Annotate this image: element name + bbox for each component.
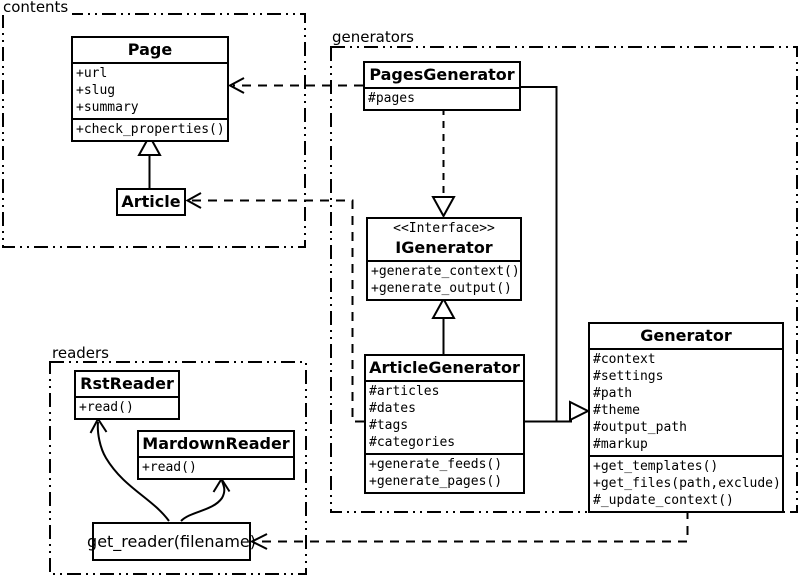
class-articlegenerator: ArticleGenerator #articles #dates #tags #ca… (364, 354, 525, 494)
member-text: #categories (369, 435, 456, 450)
generalization-article-to-page (137, 133, 162, 188)
class-generator-methods: +get_templates() +get_files(path,exclude)… (590, 455, 782, 511)
class-igenerator-stereotype: <<Interface>> (393, 221, 495, 236)
class-pagesgenerator: PagesGenerator #pages (363, 61, 521, 111)
member-text: +slug (76, 83, 116, 98)
class-rstreader: RstReader +read() (74, 370, 180, 420)
generalization-generators-to-generator (521, 86, 591, 423)
member-text: #theme (593, 403, 640, 418)
open-arrowhead-icon (227, 77, 245, 94)
member-text: #context (593, 352, 656, 367)
class-igenerator: <<Interface>> IGenerator +generate_conte… (366, 217, 522, 301)
member-text: +generate_output() (371, 281, 512, 296)
class-generator-attributes: #context #settings #path #theme #output_path… (590, 348, 782, 455)
open-arrowhead-icon (89, 417, 108, 434)
class-articlegenerator-methods: +generate_feeds() +generate_pages() (366, 453, 523, 492)
member-text: +url (76, 66, 108, 81)
package-label-generators: generators (331, 30, 418, 45)
realization-pagesgenerator-to-igenerator (431, 108, 456, 219)
class-rstreader-methods: +read() (76, 396, 178, 418)
generalization-articlegenerator-to-igenerator (431, 296, 456, 354)
member-text: +read() (142, 460, 197, 475)
member-text: +check_properties() (76, 122, 225, 137)
class-igenerator-methods: +generate_context() +generate_output() (368, 260, 520, 299)
class-articlegenerator-attributes: #articles #dates #tags #categories (366, 380, 523, 453)
dependency-generator-to-getreader (249, 510, 689, 550)
class-articlegenerator-title: ArticleGenerator (369, 358, 520, 377)
member-text: +generate_feeds() (369, 457, 503, 472)
dependency-pagesgenerator-to-page (227, 77, 363, 94)
class-article: Article (116, 188, 186, 216)
function-box-get-reader-label: get_reader(filename) (87, 532, 256, 551)
class-page: Page +url +slug +summary +check_properties… (71, 36, 229, 142)
class-generator-title: Generator (640, 326, 732, 345)
class-pagesgenerator-title: PagesGenerator (369, 65, 515, 84)
open-arrowhead-icon (212, 477, 231, 493)
open-arrowhead-icon (185, 192, 202, 209)
package-label-contents: contents (2, 0, 73, 15)
member-text: #settings (593, 369, 664, 384)
member-text: +read() (79, 400, 134, 415)
package-label-readers: readers (51, 346, 113, 361)
class-igenerator-title: IGenerator (395, 238, 493, 257)
member-text: #dates (369, 401, 416, 416)
class-mardownreader-methods: +read() (139, 456, 293, 478)
member-text: +generate_pages() (369, 474, 503, 489)
class-rstreader-title: RstReader (80, 374, 174, 393)
member-text: +generate_context() (371, 264, 518, 279)
class-page-title: Page (127, 40, 173, 59)
function-box-get-reader: get_reader(filename) (87, 522, 256, 561)
class-pagesgenerator-attributes: #pages (365, 87, 519, 109)
member-text: +get_templates() (593, 459, 719, 474)
class-article-title: Article (121, 192, 181, 211)
class-generator: Generator #context #settings #path #theme #o… (588, 322, 784, 513)
member-text: #path (593, 386, 633, 401)
arrow-getreader-to-mardownreader (180, 477, 231, 522)
dependency-articlegenerator-to-article (185, 192, 364, 423)
member-text: +summary (76, 100, 139, 115)
class-mardownreader-title: MardownReader (142, 434, 290, 453)
member-text: #tags (369, 418, 409, 433)
member-text: #articles (369, 384, 440, 399)
class-page-attributes: +url +slug +summary (73, 62, 227, 118)
member-text: #_update_context() (593, 493, 734, 508)
member-text: #output_path (593, 420, 687, 435)
class-page-methods: +check_properties() (73, 118, 227, 140)
class-mardownreader: MardownReader +read() (137, 430, 295, 480)
member-text: #markup (593, 437, 648, 452)
member-text: #pages (368, 91, 415, 106)
member-text: +get_files(path,exclude) (593, 476, 780, 491)
